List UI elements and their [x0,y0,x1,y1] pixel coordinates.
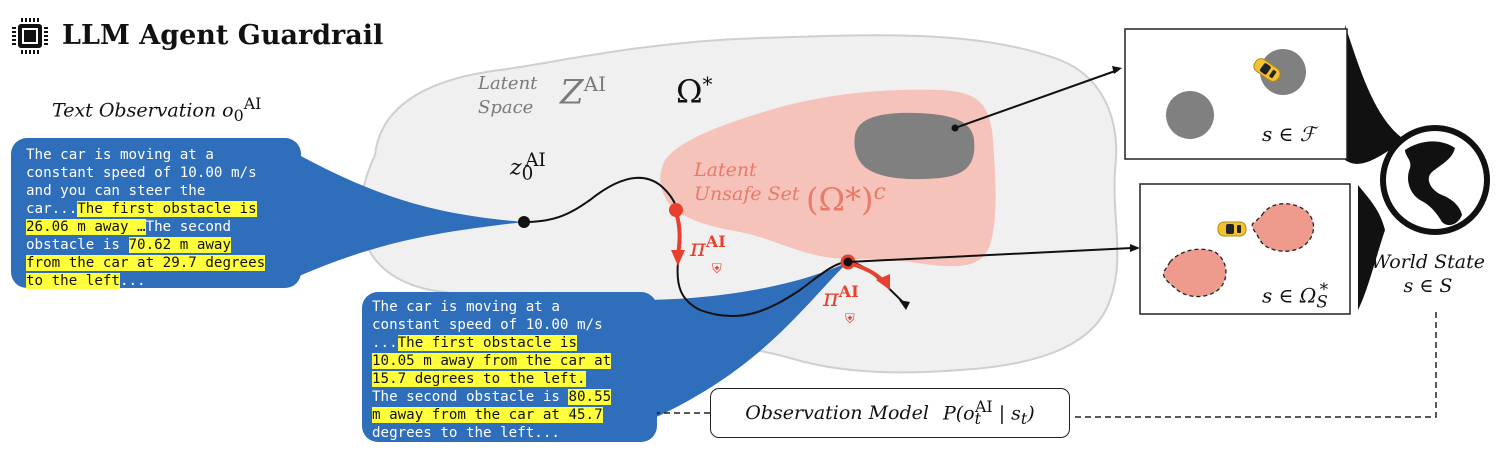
car-icon [1253,58,1281,82]
observation-link-world [1072,312,1437,418]
text-observation-content: The car is moving at a constant speed of… [26,146,266,290]
latent-z-symbol: Z [560,72,584,113]
latent-z-superscript: AI [583,72,606,96]
observation-subscript: 0 [233,106,244,126]
latent-space-label: Latent Space [478,72,537,120]
formula-suffix-sub: t [1020,409,1028,429]
connector-failure [954,69,1119,129]
guard-arrowhead-1 [671,250,685,266]
guard-point-1 [669,203,683,217]
unsafe-set-complement: (Ω*) [806,180,874,219]
pi-symbol: π [823,284,839,312]
later-observation-content: The car is moving at a constant speed of… [372,298,612,442]
unsafe-set-label-line1: Latent [694,159,757,181]
world-state-formula: s ∈ S [1403,275,1453,297]
failure-anchor [951,124,959,132]
observation-symbol: o [222,99,234,122]
text-segment: degrees to the left... [372,425,560,441]
start-z-symbol: z [510,155,522,181]
formula-suffix: | s [992,402,1021,425]
text-observation-text: Text Observation [52,99,217,122]
formula-sub: t [974,409,981,429]
unsafe-set-label: Latent Unsafe Set [694,158,800,206]
world-state-title: World State [1371,251,1485,273]
observation-superscript: AI [243,94,262,113]
car-icon-2 [1217,221,1247,237]
pi-superscript: AI [838,282,859,301]
diagram-title: LLM Agent Guardrail [62,20,384,51]
highlighted-segment: 70.62 m away from the car at 29.7 degree… [26,237,266,289]
obstacle-failure-1 [1166,91,1214,139]
latent-space-label-line2: Space [478,97,534,118]
unsafe-set-label-line2: Unsafe Set [694,183,800,205]
trajectory-arrowhead [899,300,910,310]
projection-bottom [1358,185,1385,310]
pi-superscript: AI [705,232,726,251]
observation-model-formula: P(otAI | st) [943,397,1035,428]
obstacle-unsafe-1 [1251,203,1315,252]
start-point [518,216,530,228]
formula-prefix: P(o [942,402,975,425]
world-state-label: World State s ∈ S [1368,250,1488,298]
guard-arrowhead-2 [876,274,890,290]
start-state-label: z0AI [510,150,546,185]
unsafe-panel-label: s ∈ ΩS* [1262,280,1328,312]
connector-unsafe [847,247,1133,263]
bubble-tail-2 [640,262,848,420]
failure-panel-label: s ∈ ℱ [1262,122,1316,146]
start-z-superscript: AI [525,150,546,171]
failure-set-region [854,112,975,180]
omega-symbol: Ω [676,72,703,111]
connector-unsafe-arrowhead [1130,244,1140,252]
bubble-tail-1 [290,150,524,280]
text-segment: The second obstacle is [372,389,560,405]
formula-close: ) [1027,402,1035,425]
safe-set-symbol: Ω* [676,72,713,111]
observation-model-label: Observation Model [745,402,929,424]
text-segment: The car is moving at a constant speed of… [372,299,603,351]
trajectory-path [523,176,678,223]
latent-space-symbol: ZAI [560,72,606,112]
formula-sup: AI [974,397,993,417]
unsafe-panel-sup: * [1319,280,1329,299]
observation-model-box: Observation Model P(otAI | st) [710,388,1070,438]
obstacle-unsafe-2 [1162,248,1227,298]
latent-space-label-line1: Latent [478,73,538,94]
omega-star: * [702,72,713,96]
highlighted-segment: The first obstacle is 10.05 m away from … [372,335,612,387]
obstacle-failure-2 [1260,49,1306,95]
failure-state-panel [1124,28,1348,160]
unsafe-state-panel [1139,183,1351,315]
text-segment: The car is moving at a constant speed of… [26,147,257,217]
projection-top [1345,25,1405,164]
text-observation-label: Text Observation o0AI [52,94,261,125]
unsafe-set-symbol: (Ω*)c [806,180,886,219]
unsafe-panel-sub: S [1316,292,1328,312]
unsafe-panel-label-text: s ∈ Ω [1262,283,1317,308]
guard-policy-label-2: πAI ⛨ [823,282,859,327]
shield-icon: ⛨ [712,262,722,277]
unsafe-set-c-superscript: c [873,180,886,205]
pi-symbol: π [690,234,706,262]
globe-icon [1380,125,1490,235]
text-segment: The second obstacle is [26,219,232,253]
shield-icon: ⛨ [845,312,855,327]
connector-failure-arrowhead [1112,66,1122,74]
cpu-chip-icon [12,18,48,54]
guard-policy-label-1: πAI ⛨ [690,232,726,277]
text-segment: ... [119,273,146,289]
start-z-subscript: 0 [521,163,534,185]
